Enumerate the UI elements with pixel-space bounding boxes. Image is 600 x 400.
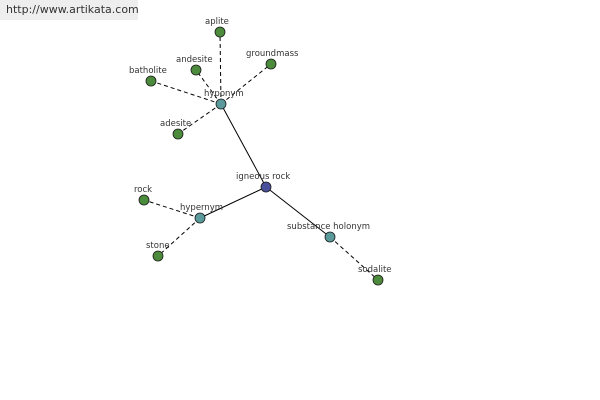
node-center[interactable]: igneous rock (236, 172, 290, 193)
watermark-text: http://www.artikata.com (6, 3, 139, 16)
node-andesite[interactable]: andesite (176, 55, 213, 76)
node-rock[interactable]: rock (134, 185, 152, 206)
node-adesite[interactable]: adesite (160, 119, 191, 140)
node-stone[interactable]: stone (146, 241, 170, 262)
edge-hyponym-batholite (150, 80, 222, 105)
node-marker-holonym[interactable] (324, 231, 336, 243)
node-marker-batholite[interactable] (145, 75, 157, 87)
node-groundmass[interactable]: groundmass (246, 49, 299, 70)
node-batholite[interactable]: batholite (129, 66, 167, 87)
node-marker-sodalite[interactable] (372, 274, 384, 286)
node-label-rock: rock (134, 185, 152, 195)
node-marker-groundmass[interactable] (265, 58, 277, 70)
edge-hyponym-aplite (219, 31, 222, 105)
node-holonym[interactable]: substance holonym (287, 222, 370, 243)
node-label-hyponym: hyponym (204, 89, 244, 99)
edge-center-hyponym (220, 103, 267, 188)
edge-hypernym-stone (157, 217, 201, 257)
node-label-holonym: substance holonym (287, 222, 370, 232)
node-marker-hypernym[interactable] (194, 212, 206, 224)
node-marker-aplite[interactable] (214, 26, 226, 38)
node-marker-hyponym[interactable] (215, 98, 227, 110)
node-hypernym[interactable]: hypernym (180, 203, 223, 224)
edge-center-holonym (265, 186, 331, 238)
node-marker-center[interactable] (260, 181, 272, 193)
node-marker-andesite[interactable] (190, 64, 202, 76)
node-marker-adesite[interactable] (172, 128, 184, 140)
graph-edges (143, 31, 379, 281)
node-label-stone: stone (146, 241, 170, 251)
node-label-center: igneous rock (236, 172, 290, 182)
node-label-hypernym: hypernym (180, 203, 223, 213)
node-sodalite[interactable]: sodalite (358, 265, 392, 286)
node-hyponym[interactable]: hyponym (204, 89, 244, 110)
node-marker-stone[interactable] (152, 250, 164, 262)
node-label-groundmass: groundmass (246, 49, 299, 59)
node-label-aplite: aplite (205, 17, 229, 27)
node-label-adesite: adesite (160, 119, 191, 129)
node-aplite[interactable]: aplite (205, 17, 229, 38)
edge-hyponym-groundmass (220, 63, 272, 105)
edge-center-hypernym (199, 186, 267, 219)
node-marker-rock[interactable] (138, 194, 150, 206)
edge-holonym-sodalite (329, 236, 379, 281)
edge-hyponym-adesite (177, 103, 222, 135)
edge-hyponym-andesite (195, 69, 222, 105)
watermark: http://www.artikata.com (0, 0, 139, 20)
edge-hypernym-rock (143, 199, 201, 219)
node-label-batholite: batholite (129, 66, 167, 76)
graph-nodes: igneous rock hyponym hypernym substance hol… (129, 17, 392, 286)
node-label-sodalite: sodalite (358, 265, 392, 275)
node-label-andesite: andesite (176, 55, 213, 65)
